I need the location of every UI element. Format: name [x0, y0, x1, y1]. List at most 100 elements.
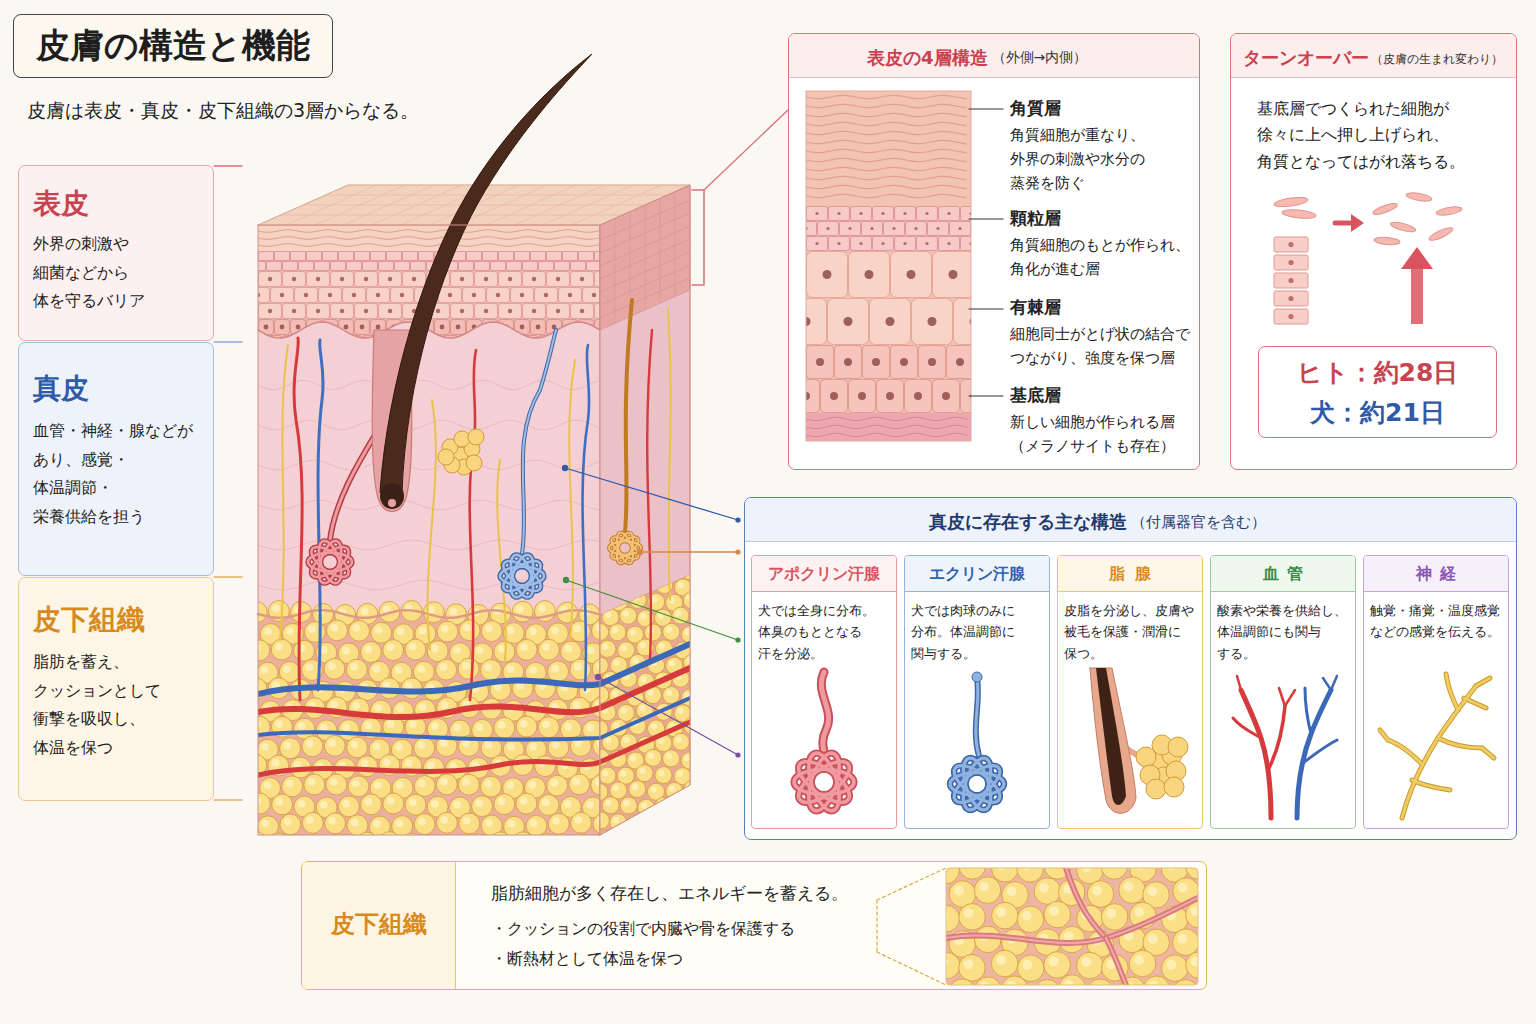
turnover-illustration: [1411, 267, 1423, 324]
gland-coil: [950, 773, 1004, 796]
epidermis: [508, 277, 512, 281]
epidermis-layers-illustration: [954, 299, 972, 345]
epidermis: [587, 262, 602, 271]
epidermis: [299, 336, 314, 351]
fat-cells: [462, 662, 470, 670]
vein: [258, 644, 690, 694]
fat-cells: [596, 662, 600, 670]
layer-name: 基底層: [1010, 384, 1061, 408]
epidermis: [472, 293, 476, 297]
turnover-illustration: [1274, 255, 1308, 270]
epidermis: [275, 252, 290, 261]
fat-cells: [512, 601, 533, 622]
gland-coil: [608, 533, 642, 563]
epidermis-layers-illustration: [895, 207, 916, 221]
gland-coil: [609, 541, 641, 554]
epidermis-layers-illustration: [821, 380, 848, 413]
fat-cells: [552, 741, 560, 749]
epidermis: [315, 336, 330, 351]
dermis-fibers: [258, 500, 600, 510]
epidermis: [532, 277, 536, 281]
card-illustration: [1482, 748, 1494, 758]
card-illustration: [754, 668, 897, 823]
node-text: 犬では肉球のみに 分布。体温調節に 関与する。: [911, 600, 1046, 664]
epidermis: [280, 325, 285, 330]
epidermis: [448, 293, 452, 297]
epidermis: [536, 325, 541, 330]
turnover-illustration: [1372, 201, 1399, 216]
fat-cells: [573, 701, 581, 709]
epidermis-layers-illustration: [806, 206, 971, 251]
gland-coil: [803, 750, 846, 815]
fat-cells: [593, 813, 600, 834]
fat-cells: [417, 665, 425, 673]
epidermis: [496, 341, 501, 346]
fat-cells: [564, 723, 572, 731]
fat-cells: [591, 775, 600, 796]
fat-cells: [1177, 934, 1187, 944]
fat-cells: [681, 815, 698, 832]
epidermis-layers-illustration: [947, 212, 950, 215]
fat-cells: [640, 642, 646, 648]
epidermis: [579, 252, 594, 261]
epidermis-layers-illustration: [917, 207, 938, 221]
epidermis: [339, 252, 354, 261]
epidermis-layers-illustration: [835, 346, 862, 379]
fat-cells: [1049, 906, 1059, 916]
fat-cells: [1087, 979, 1114, 985]
fat-cells: [324, 658, 345, 679]
card-illustration: [976, 678, 979, 756]
epidermis-layers-illustration: [870, 299, 911, 345]
epidermis: [484, 309, 488, 313]
fat-cells: [592, 812, 609, 829]
fat-cells: [304, 621, 325, 642]
fat-cells: [959, 955, 986, 982]
fat-cells: [459, 813, 480, 834]
epidermis: [508, 309, 512, 313]
fat-cells: [284, 818, 292, 826]
fat-cells: [644, 624, 661, 641]
epidermis: [436, 309, 440, 313]
node-text: 犬では全身に分布。 体臭のもととなる 汗を分泌。: [758, 600, 893, 664]
fat-cells: [638, 799, 655, 816]
title-box: 皮膚の構造と機能: [13, 14, 333, 78]
fat-cells: [620, 607, 637, 624]
fat-cells: [636, 828, 653, 845]
fat-cells: [280, 738, 301, 759]
fat-cells: [498, 721, 506, 729]
leader-lines: [735, 752, 740, 757]
fat-cells: [325, 813, 346, 834]
fat-cells: [387, 720, 395, 728]
epidermis-layers-illustration: [806, 392, 810, 400]
epidermis: [259, 272, 282, 287]
fat-cells: [529, 628, 537, 636]
vein: [258, 698, 690, 740]
fat-cells: [261, 743, 269, 751]
epidermis-layers-illustration: [939, 237, 960, 251]
gland-coil: [792, 754, 855, 810]
fat-cells: [1143, 976, 1170, 985]
fat-cells: [946, 868, 1198, 985]
epidermis-layers-illustration: [862, 222, 883, 236]
fat-cells: [405, 794, 426, 815]
fat-cells: [396, 781, 404, 789]
epidermis-layers-illustration: [873, 237, 894, 251]
epidermis: [304, 341, 309, 346]
turnover-illustration: [1274, 196, 1309, 209]
fat-cells: [306, 816, 314, 824]
card-illustration: [1285, 690, 1295, 706]
epidermis: [316, 309, 320, 313]
gland-duct: [625, 300, 632, 532]
epidermis-layers-illustration: [806, 380, 820, 413]
fat-cells: [684, 818, 690, 824]
fat-cells: [666, 816, 672, 822]
layer-box: 表皮外界の刺激や 細菌などから 体を守るバリア: [18, 165, 214, 341]
fat-cells: [1077, 952, 1104, 979]
fat-cells: [552, 817, 560, 825]
fat-cells: [423, 602, 444, 623]
fat-cells: [573, 778, 581, 786]
epidermis: [539, 262, 554, 271]
fat-cells: [383, 758, 391, 766]
fat-cells: [349, 620, 370, 641]
fat-cells: [414, 737, 435, 758]
